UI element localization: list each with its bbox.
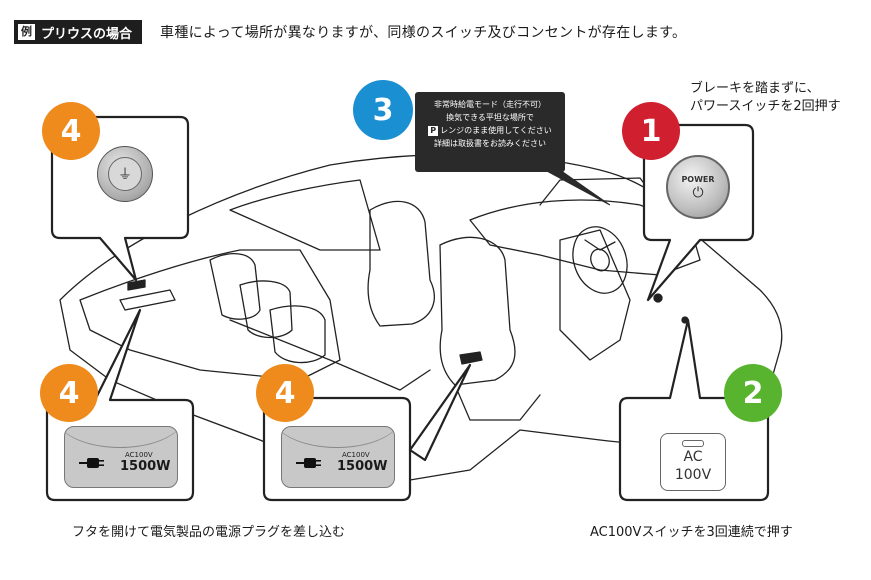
socket-wattage: 1500W: [120, 459, 171, 474]
example-label: プリウスの場合: [41, 26, 133, 42]
ac100v-switch: AC 100V: [660, 433, 726, 491]
ac-switch-line-1: AC: [683, 449, 703, 465]
ac-switch-line-2: 100V: [674, 467, 712, 483]
rear-seat-left: [209, 253, 261, 320]
step-badge-2: 2: [724, 364, 782, 422]
step-badge-3: 3: [353, 80, 413, 140]
socket-voltage: AC100V: [342, 451, 370, 459]
plug-icon: [296, 458, 321, 468]
notice-line-1: 非常時給電モード（走行不可）: [434, 100, 546, 109]
header: 例 プリウスの場合 車種によって場所が異なりますが、同様のスイッチ及びコンセント…: [14, 20, 686, 44]
notice-line-2: 換気できる平坦な場所で: [446, 113, 534, 122]
header-description: 車種によって場所が異なりますが、同様のスイッチ及びコンセントが存在します。: [160, 25, 687, 41]
ground-knob: ⏚: [97, 146, 153, 202]
step-1-instruction-line-1: ブレーキを踏まずに、: [690, 81, 820, 96]
example-mark: 例: [18, 24, 35, 40]
ground-icon: ⏚: [108, 157, 142, 191]
ac-socket-left: AC100V 1500W: [64, 426, 178, 488]
socket-voltage: AC100V: [125, 451, 153, 459]
power-switch-label: POWER: [681, 174, 715, 184]
passenger-seat: [367, 200, 435, 327]
ac-socket-center: AC100V 1500W: [281, 426, 395, 488]
power-switch: POWER ⏻: [666, 155, 730, 219]
step-2-instruction: AC100Vスイッチを3回連続で押す: [590, 525, 793, 540]
step-badge-4-bottom-left: 4: [40, 364, 98, 422]
plug-icon: [79, 458, 104, 468]
step-badge-1: 1: [622, 102, 680, 160]
step-1-instruction-line-2: パワースイッチを2回押す: [690, 99, 841, 114]
driver-seat: [439, 236, 516, 386]
notice-line-4: 詳細は取扱書をお読みください: [434, 139, 546, 148]
power-icon: ⏻: [692, 184, 704, 201]
socket-wattage: 1500W: [337, 459, 388, 474]
step-badge-4-bottom-center: 4: [256, 364, 314, 422]
rear-seat-center: [239, 280, 293, 339]
notice-line-3-text: レンジのまま使用してください: [440, 126, 552, 135]
indicator-lamp: [682, 440, 704, 447]
parking-p-icon: P: [428, 126, 439, 136]
rear-seat-right: [269, 305, 326, 364]
steering-wheel: [572, 226, 628, 294]
step-1-instruction: ブレーキを踏まずに、 パワースイッチを2回押す: [690, 80, 841, 116]
example-tag: 例 プリウスの場合: [14, 20, 143, 44]
dashboard: [469, 199, 701, 276]
step-badge-4-top: 4: [42, 102, 100, 160]
step-4-instruction: フタを開けて電気製品の電源プラグを差し込む: [72, 525, 346, 540]
